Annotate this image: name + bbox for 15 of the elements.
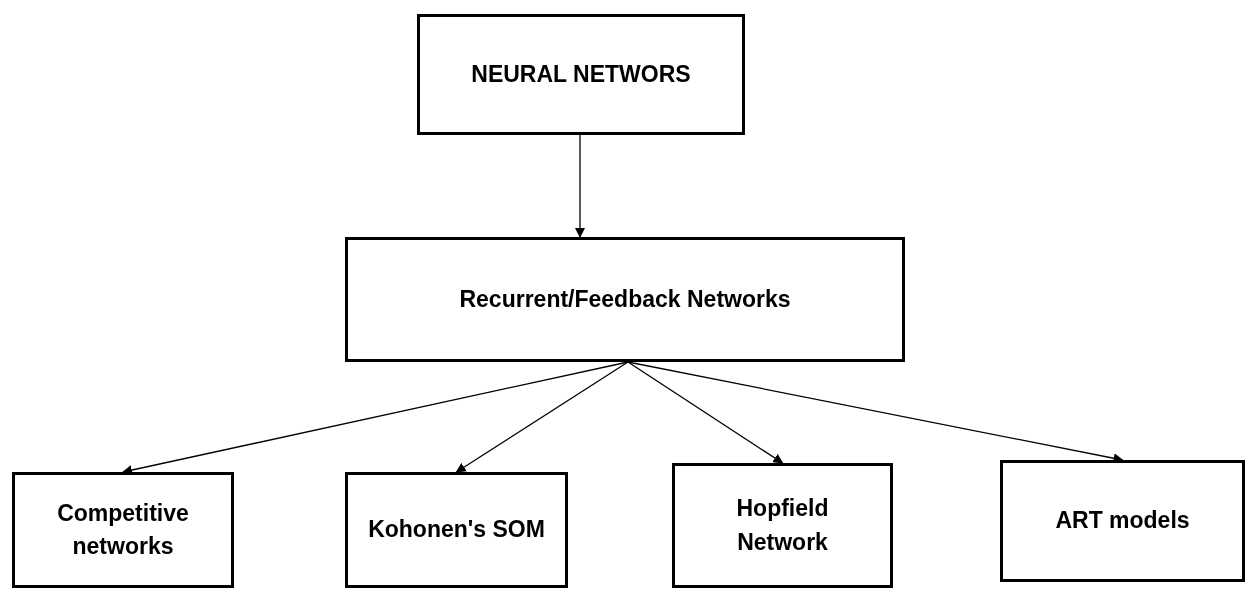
process-box: [345, 472, 568, 588]
arrow: [627, 361, 784, 464]
arrow: [455, 361, 629, 473]
box-label: ART models: [1055, 506, 1190, 536]
box-label: Kohonen's SOM: [368, 515, 545, 545]
process-box: [12, 472, 234, 588]
box-label: Competitive networks: [56, 498, 190, 561]
box-label: Hopfield Network: [735, 494, 830, 557]
box-label: NEURAL NETWORS: [471, 59, 691, 89]
process-box: [1000, 460, 1245, 582]
process-box: [672, 463, 893, 588]
arrow: [575, 134, 585, 238]
process-box: [345, 237, 905, 362]
box-label: Recurrent/Feedback Networks: [459, 284, 791, 314]
process-box: [417, 14, 745, 135]
